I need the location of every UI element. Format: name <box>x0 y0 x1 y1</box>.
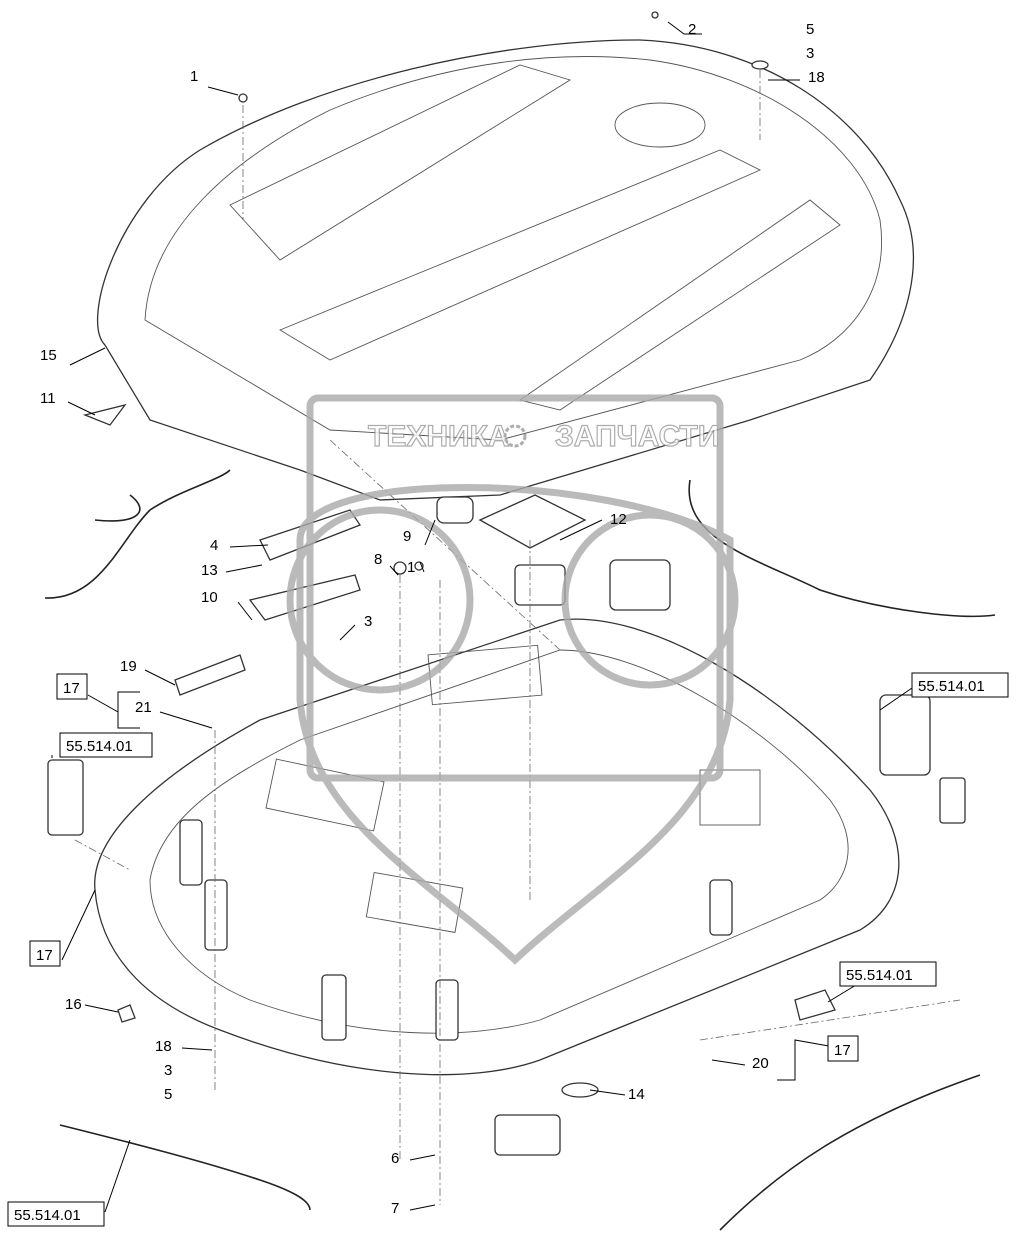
ref-55-514-01-a[interactable]: 55.514.01 <box>66 738 133 755</box>
callout-labels: 1 2 5 3 18 15 11 4 13 10 9 8 1 12 3 19 1… <box>7 21 1009 1227</box>
cab-tray-assembly <box>94 618 900 1076</box>
callout-5: 5 <box>806 21 814 38</box>
callout-1b: 1 <box>407 559 415 576</box>
callout-17c: 17 <box>834 1042 851 1059</box>
callout-6: 6 <box>391 1150 399 1167</box>
callout-14: 14 <box>628 1086 645 1103</box>
callout-3: 3 <box>806 45 814 62</box>
callout-5b: 5 <box>164 1086 172 1103</box>
ref-55-514-01-b[interactable]: 55.514.01 <box>918 678 985 695</box>
callout-21: 21 <box>135 699 152 716</box>
watermark-logo: ТЕХНИКА ЗАПЧАСТИ <box>286 394 739 965</box>
callout-18b: 18 <box>155 1038 172 1055</box>
callout-16: 16 <box>65 996 82 1013</box>
callout-17a: 17 <box>63 680 80 697</box>
callout-10: 10 <box>201 589 218 606</box>
assembly-lines <box>74 70 961 1205</box>
leader-lines <box>51 21 913 1213</box>
callout-8: 8 <box>374 551 382 568</box>
callout-20: 20 <box>752 1055 769 1072</box>
callout-2: 2 <box>688 21 696 38</box>
callout-18: 18 <box>808 69 825 86</box>
gear-icon <box>503 424 527 448</box>
callout-3c: 3 <box>164 1062 172 1079</box>
callout-19: 19 <box>120 658 137 675</box>
callout-15: 15 <box>40 347 57 364</box>
callout-13: 13 <box>201 562 218 579</box>
ref-55-514-01-d[interactable]: 55.514.01 <box>14 1207 81 1224</box>
svg-text:ЗАПЧАСТИ: ЗАПЧАСТИ <box>555 420 719 453</box>
callout-3b: 3 <box>364 613 372 630</box>
callout-9: 9 <box>403 528 411 545</box>
svg-text:ТЕХНИКА: ТЕХНИКА <box>368 420 510 453</box>
callout-11: 11 <box>40 390 56 407</box>
callout-1: 1 <box>190 68 198 85</box>
callout-4: 4 <box>210 537 218 554</box>
ref-55-514-01-c[interactable]: 55.514.01 <box>846 967 913 984</box>
callout-12: 12 <box>610 511 627 528</box>
roof-cover-part-15 <box>97 39 914 501</box>
callout-7: 7 <box>391 1200 399 1217</box>
callout-17b: 17 <box>36 947 53 964</box>
